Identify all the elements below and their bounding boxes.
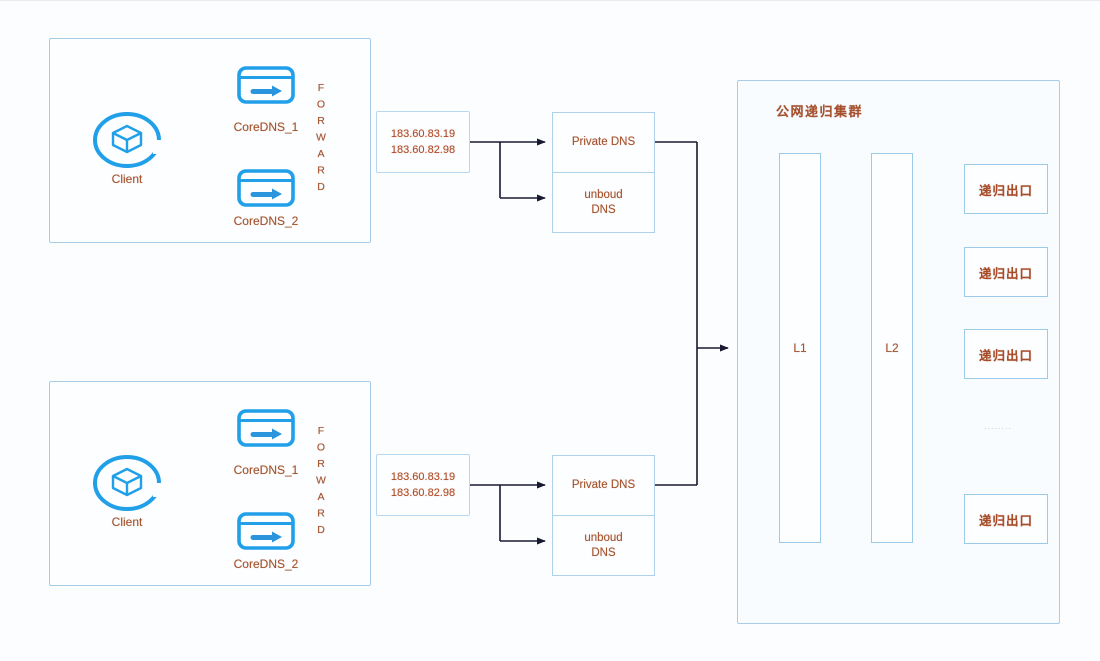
client-block-frame — [49, 381, 371, 586]
egress-box-1: 递归出口 — [964, 164, 1048, 214]
coredns1-label: CoreDNS_1 — [233, 120, 299, 134]
coredns2-node — [237, 169, 295, 207]
client-dns-block-top: Client CoreDNS_1 CoreDNS_2 FORWARD 183.6… — [0, 38, 1100, 244]
unbound-label-line1: unboud — [584, 531, 623, 544]
client-node: Client — [92, 110, 163, 186]
cluster-title: 公网递归集群 — [776, 104, 864, 119]
private-dns-cell: Private DNS — [553, 113, 654, 173]
ip-line-2: 183.60.82.98 — [390, 144, 456, 156]
coredns1-node — [237, 409, 295, 447]
unbound-label-line1: unboud — [584, 188, 623, 201]
coredns-icon — [237, 512, 295, 550]
client-icon — [93, 455, 163, 511]
egress-ellipsis: ........ — [984, 421, 1013, 431]
egress-box-3: 递归出口 — [964, 329, 1048, 379]
coredns2-node — [237, 512, 295, 550]
private-dns-label: Private DNS — [571, 136, 636, 148]
dns-server-box: Private DNS unboud DNS — [552, 112, 655, 233]
forward-label: FORWARD — [315, 425, 327, 541]
egress-label: 递归出口 — [978, 513, 1033, 528]
ip-line-1: 183.60.83.19 — [390, 471, 456, 483]
coredns-icon — [237, 66, 295, 104]
coredns1-node — [237, 66, 295, 104]
egress-label: 递归出口 — [978, 348, 1033, 363]
unbound-dns-cell: unboud DNS — [553, 516, 654, 575]
ip-line-2: 183.60.82.98 — [390, 487, 456, 499]
coredns-icon — [237, 169, 295, 207]
dns-server-box: Private DNS unboud DNS — [552, 455, 655, 576]
l2-layer-box: L2 — [871, 153, 913, 543]
egress-label: 递归出口 — [978, 183, 1033, 198]
unbound-dns-cell: unboud DNS — [553, 173, 654, 232]
coredns2-label: CoreDNS_2 — [233, 557, 299, 571]
client-icon — [93, 112, 163, 168]
l1-label: L1 — [793, 341, 807, 355]
ip-address-box: 183.60.83.19 183.60.82.98 — [376, 454, 470, 516]
ip-line-1: 183.60.83.19 — [390, 128, 456, 140]
client-label: Client — [111, 172, 143, 186]
egress-box-4: 递归出口 — [964, 494, 1048, 544]
l2-label: L2 — [885, 341, 899, 355]
coredns2-label: CoreDNS_2 — [233, 214, 299, 228]
client-block-frame — [49, 38, 371, 243]
coredns1-label: CoreDNS_1 — [233, 463, 299, 477]
egress-label: 递归出口 — [978, 266, 1033, 281]
ip-address-box: 183.60.83.19 183.60.82.98 — [376, 111, 470, 173]
forward-label: FORWARD — [315, 82, 327, 198]
client-node: Client — [92, 453, 163, 529]
unbound-label-line2: DNS — [591, 546, 616, 559]
unbound-label-line2: DNS — [591, 203, 616, 216]
coredns-icon — [237, 409, 295, 447]
private-dns-label: Private DNS — [571, 479, 636, 491]
l1-layer-box: L1 — [779, 153, 821, 543]
client-dns-block-bottom: Client CoreDNS_1 CoreDNS_2 FORWARD 183.6… — [0, 381, 1100, 587]
egress-box-2: 递归出口 — [964, 247, 1048, 297]
public-recursive-cluster: 公网递归集群 L1 L2 递归出口 递归出口 递归出口 ........ 递归出… — [737, 80, 1060, 624]
private-dns-cell: Private DNS — [553, 456, 654, 516]
client-label: Client — [111, 515, 143, 529]
